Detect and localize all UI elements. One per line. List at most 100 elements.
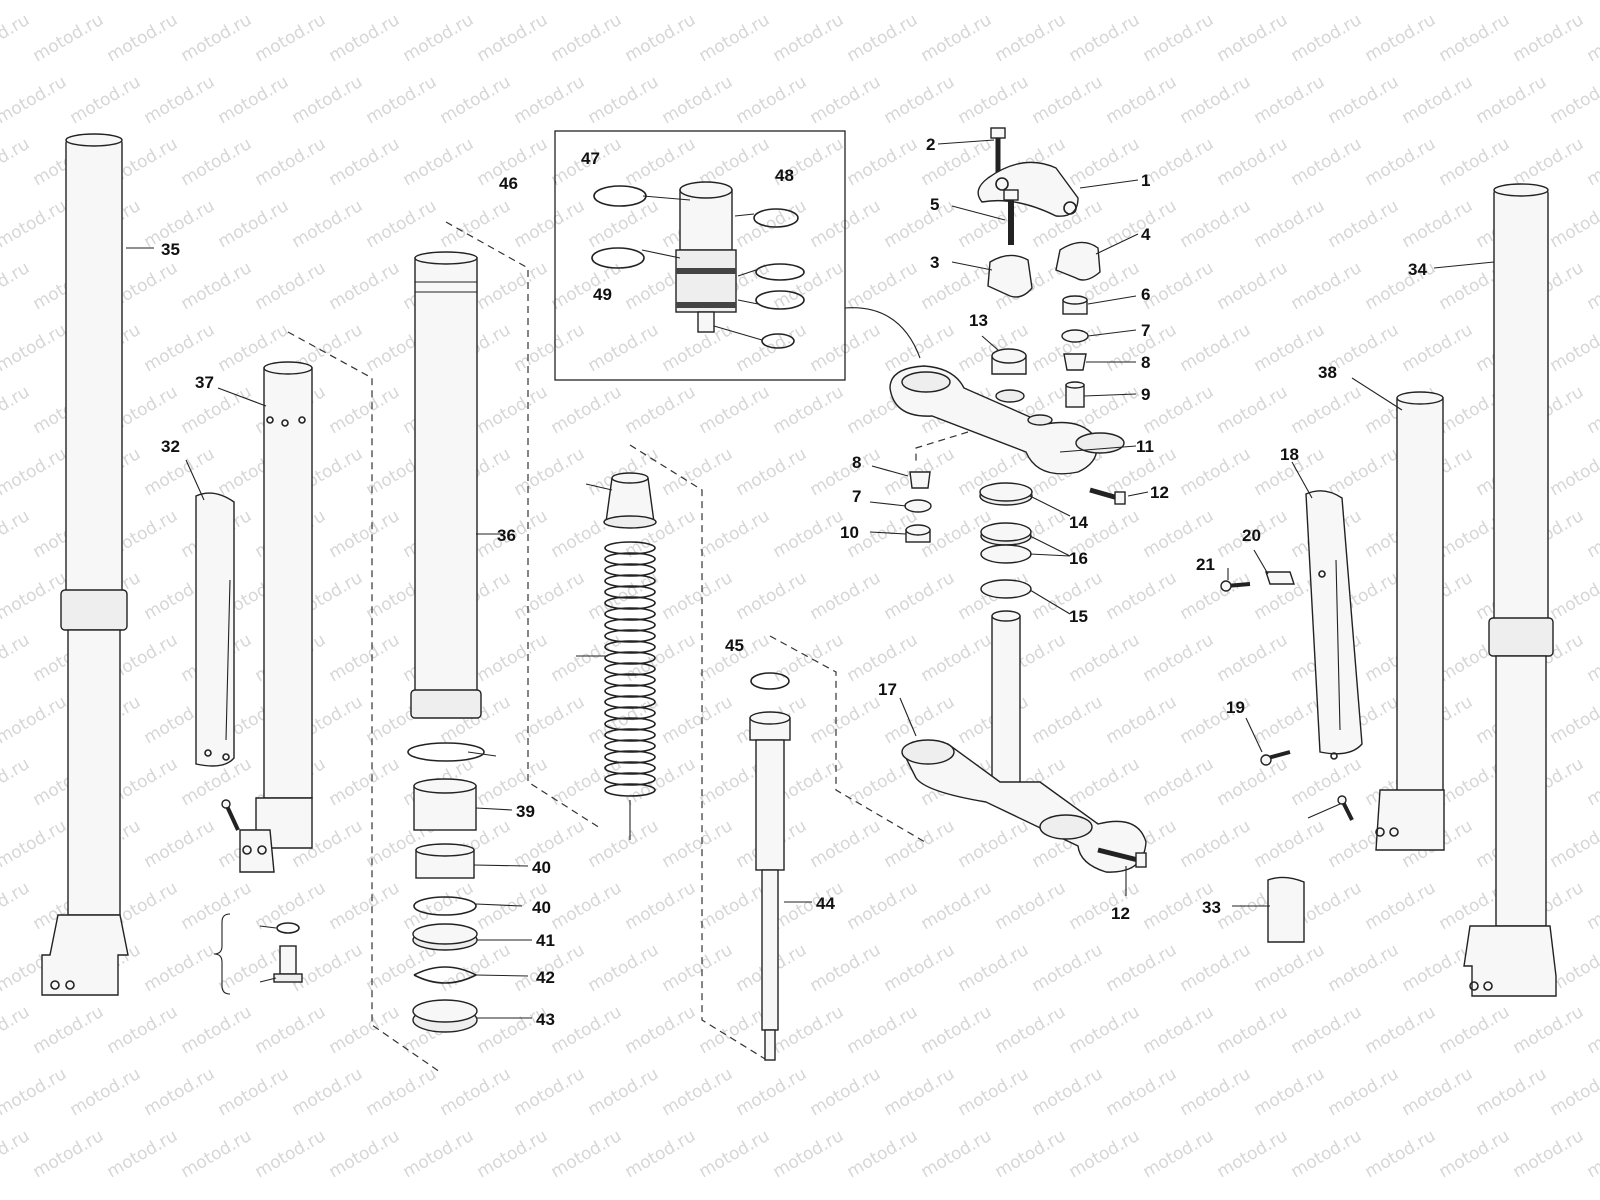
watermark-text: motod.ru [141, 0, 219, 4]
watermark-text: motod.ru [1029, 940, 1107, 996]
watermark-text: motod.ru [1547, 0, 1600, 4]
label-26: 36 [497, 526, 516, 545]
watermark-text: motod.ru [1547, 568, 1600, 624]
part-8-bushing-left [909, 471, 931, 489]
part-27-slider-left [239, 361, 313, 873]
watermark-text: motod.ru [1547, 320, 1600, 376]
watermark-text: motod.ru [0, 878, 33, 934]
watermark-text: motod.ru [326, 10, 404, 66]
label-21: 21 [1196, 555, 1215, 574]
watermark-text: motod.ru [1473, 72, 1551, 128]
label-9: 9 [1141, 385, 1150, 404]
part-41-ring [755, 263, 805, 281]
watermark-text: motod.ru [1547, 816, 1600, 872]
watermark-text: motod.ru [1510, 10, 1588, 66]
watermark-text: motod.ru [474, 630, 552, 686]
watermark-text: motod.ru [1029, 0, 1107, 4]
spring-coil [604, 761, 656, 775]
part-8-bushing [1063, 353, 1087, 371]
part-47-o-ring [276, 922, 300, 934]
watermark-text: motod.ru [585, 0, 663, 4]
watermark-text: motod.ru [1584, 134, 1600, 190]
watermark-text: motod.ru [918, 878, 996, 934]
watermark-text: motod.ru [437, 0, 515, 4]
watermark-text: motod.ru [696, 382, 774, 438]
watermark-text: motod.ru [1214, 382, 1292, 438]
watermark-text: motod.ru [1103, 0, 1181, 4]
part-20-bracket [1265, 571, 1295, 585]
label-19: 19 [1226, 698, 1245, 717]
watermark-text: motod.ru [0, 196, 70, 252]
watermark-text: motod.ru [992, 10, 1070, 66]
watermark-text: motod.ru [1362, 1126, 1440, 1182]
watermark-text: motod.ru [770, 878, 848, 934]
watermark-text: motod.ru [474, 10, 552, 66]
part-36-o-ring [750, 672, 790, 690]
watermark-text: motod.ru [1584, 506, 1600, 562]
label-23: 33 [1202, 898, 1221, 917]
part-15-seal [980, 579, 1032, 599]
watermark-text: motod.ru [1399, 320, 1477, 376]
label-40-left: 49 [593, 285, 612, 304]
watermark-text: motod.ru [844, 10, 922, 66]
part-12-bolt-lower [1097, 847, 1147, 868]
watermark-text: motod.ru [1214, 1126, 1292, 1182]
watermark-text: motod.ru [807, 72, 885, 128]
watermark-text: motod.ru [548, 630, 626, 686]
watermark-text: motod.ru [511, 692, 589, 748]
watermark-text: motod.ru [881, 72, 959, 128]
label-17: 17 [878, 680, 897, 699]
watermark-text: motod.ru [1325, 1064, 1403, 1120]
watermark-text: motod.ru [326, 258, 404, 314]
watermark-text: motod.ru [1103, 568, 1181, 624]
part-48-bolt [1337, 795, 1354, 821]
label-12-lower: 12 [1111, 904, 1130, 923]
watermark-text: motod.ru [289, 72, 367, 128]
watermark-text: motod.ru [955, 72, 1033, 128]
watermark-text: motod.ru [1510, 1126, 1588, 1182]
watermark-text: motod.ru [326, 134, 404, 190]
watermark-text: motod.ru [252, 10, 330, 66]
watermark-text: motod.ru [1140, 1002, 1218, 1058]
watermark-text: motod.ru [1547, 196, 1600, 252]
label-32: 41 [536, 931, 555, 950]
watermark-text: motod.ru [1436, 1126, 1514, 1182]
watermark-text: motod.ru [511, 320, 589, 376]
watermark-text: motod.ru [1473, 1064, 1551, 1120]
watermark-text: motod.ru [1177, 196, 1255, 252]
watermark-text: motod.ru [178, 1002, 256, 1058]
watermark-text: motod.ru [585, 196, 663, 252]
watermark-text: motod.ru [1362, 878, 1440, 934]
watermark-text: motod.ru [1103, 1064, 1181, 1120]
label-39: 48 [775, 166, 794, 185]
watermark-text: motod.ru [1214, 754, 1292, 810]
watermark-text: motod.ru [918, 1002, 996, 1058]
watermark-text: motod.ru [1547, 1064, 1600, 1120]
watermark-text: motod.ru [0, 692, 70, 748]
watermark-text: motod.ru [400, 134, 478, 190]
watermark-text: motod.ru [844, 1002, 922, 1058]
label-28: 38 [1318, 363, 1337, 382]
watermark-text: motod.ru [178, 258, 256, 314]
part-7-washer [1061, 329, 1089, 343]
watermark-text: motod.ru [881, 568, 959, 624]
watermark-text: motod.ru [326, 506, 404, 562]
watermark-text: motod.ru [252, 134, 330, 190]
watermark-text: motod.ru [1103, 940, 1181, 996]
watermark-text: motod.ru [104, 1126, 182, 1182]
watermark-text: motod.ru [548, 1126, 626, 1182]
watermark-text: motod.ru [807, 816, 885, 872]
watermark-text: motod.ru [437, 72, 515, 128]
watermark-text: motod.ru [1399, 196, 1477, 252]
watermark-text: motod.ru [0, 72, 70, 128]
watermark-text: motod.ru [992, 878, 1070, 934]
watermark-text: motod.ru [326, 1002, 404, 1058]
label-34: 43 [536, 1010, 555, 1029]
watermark-text: motod.ru [770, 630, 848, 686]
brace-45 [213, 913, 231, 995]
part-17-lower-triple-clamp [901, 610, 1147, 873]
watermark-text: motod.ru [1066, 630, 1144, 686]
label-36: 45 [725, 636, 744, 655]
watermark-text: motod.ru [0, 134, 33, 190]
